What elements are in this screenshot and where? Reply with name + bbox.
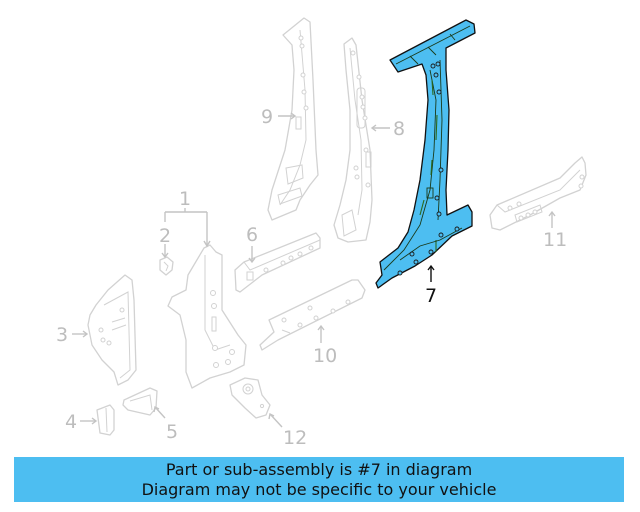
leader-lines xyxy=(72,112,556,428)
part-6[interactable] xyxy=(234,232,321,293)
part-10[interactable] xyxy=(259,279,366,351)
callout-4[interactable]: 4 xyxy=(65,411,77,433)
callout-12[interactable]: 12 xyxy=(283,427,307,449)
part-5[interactable] xyxy=(122,387,158,416)
callout-3[interactable]: 3 xyxy=(56,324,68,346)
callout-9[interactable]: 9 xyxy=(261,106,273,128)
part-8[interactable] xyxy=(333,37,373,243)
part-2[interactable] xyxy=(159,256,174,276)
part-4[interactable] xyxy=(96,404,115,436)
callout-2[interactable]: 2 xyxy=(159,225,171,247)
callout-11[interactable]: 11 xyxy=(543,229,567,251)
info-banner: Part or sub-assembly is #7 in diagram Di… xyxy=(14,457,624,502)
callout-8[interactable]: 8 xyxy=(393,118,405,140)
banner-line-1: Part or sub-assembly is #7 in diagram xyxy=(165,460,473,479)
callout-5[interactable]: 5 xyxy=(166,421,178,443)
callout-6[interactable]: 6 xyxy=(246,224,258,246)
part-11[interactable] xyxy=(489,156,587,231)
part-9[interactable] xyxy=(267,17,319,221)
callout-7[interactable]: 7 xyxy=(425,285,437,307)
part-12[interactable] xyxy=(229,377,271,419)
part-1[interactable] xyxy=(167,244,247,389)
banner-line-2: Diagram may not be specific to your vehi… xyxy=(141,480,497,499)
part-3[interactable] xyxy=(87,274,137,386)
callout-1[interactable]: 1 xyxy=(179,188,191,210)
parts-diagram: 1 2 3 4 5 6 7 8 9 10 11 12 xyxy=(56,17,587,449)
part-7-highlighted[interactable] xyxy=(375,19,476,289)
callout-numbers: 1 2 3 4 5 6 7 8 9 10 11 12 xyxy=(56,106,567,449)
callout-10[interactable]: 10 xyxy=(313,345,337,367)
